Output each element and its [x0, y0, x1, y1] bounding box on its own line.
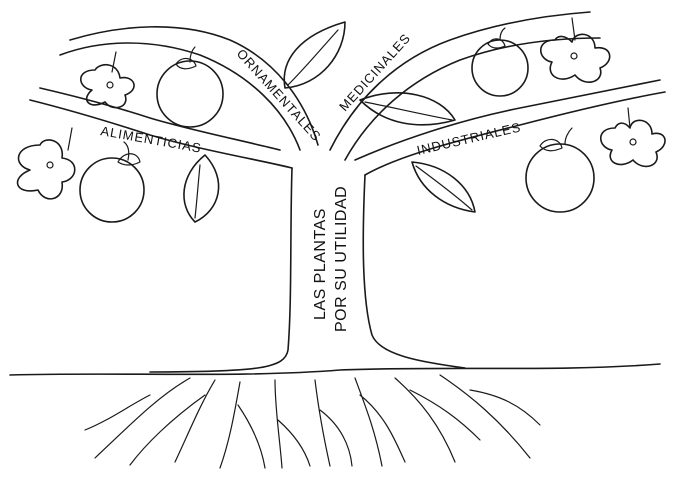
apple-icon: [526, 128, 594, 212]
flower-icon: [18, 128, 75, 199]
ground-line: [10, 364, 660, 375]
flower-icon: [81, 52, 134, 108]
roots: [85, 375, 540, 468]
leaf-icon: [284, 22, 345, 88]
flower-icon: [601, 108, 665, 166]
title-line-2: POR SU UTILIDAD: [333, 186, 350, 332]
apple-icon: [157, 47, 223, 127]
title-line-1: LAS PLANTAS: [312, 208, 329, 320]
leaf-icon: [184, 155, 219, 222]
flower-icon: [541, 18, 610, 82]
apple-icon: [472, 28, 528, 96]
apple-icon: [80, 142, 144, 222]
branch-alimenticias: [30, 88, 292, 168]
label-medicinales: MEDICINALES: [336, 30, 413, 114]
leaf-icon: [412, 162, 475, 212]
